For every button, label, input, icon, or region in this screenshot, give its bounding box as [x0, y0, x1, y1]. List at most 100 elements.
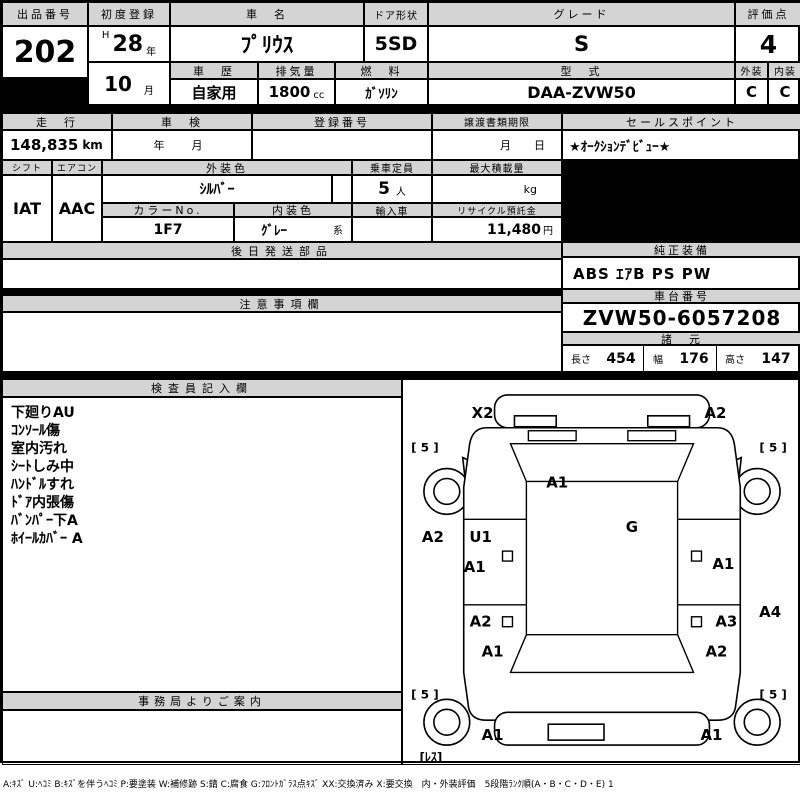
diagram-label-front-left: X2	[472, 404, 494, 422]
car-damage-diagram: X2 A2 [ 5 ] [ 5 ] A1 A2 U1 G A1 A1 A2 A3…	[411, 394, 787, 764]
exhibit-no-header: 出品番号	[2, 2, 88, 26]
right-front-door-handle	[690, 550, 703, 562]
exterior-color-value: ｼﾙﾊﾞｰ	[102, 175, 332, 203]
diagram-label-right-edge: A4	[759, 603, 781, 621]
spec-row: 長さ 454 幅 176 高さ 147	[562, 345, 800, 372]
later-parts-area	[2, 259, 562, 289]
wheel-rear-left-shape	[423, 698, 471, 746]
inspector-notes-list: 下廻りAU ｺﾝｿｰﾙ傷 室内汚れ ｼｰﾄしみ中 ﾊﾝﾄﾞﾙすれ ﾄﾞｱ内張傷 …	[11, 404, 83, 548]
door-shape-value: 5SD	[364, 26, 428, 62]
spec-width-value: 176	[679, 350, 709, 367]
diagram-label-roof: G	[626, 518, 638, 536]
score-value: 4	[735, 26, 800, 62]
interior-color-value: ｸﾞﾚｰ	[261, 224, 287, 239]
front-grille-left-shape	[513, 415, 558, 428]
inspector-note: ｼｰﾄしみ中	[11, 459, 74, 475]
import-car-value	[352, 217, 432, 242]
diagram-label-left-sill: A2	[422, 528, 444, 546]
exterior-color-extra-cell	[332, 175, 352, 203]
recycle-deposit-unit: 円	[543, 226, 553, 237]
aircon-header: エアコン	[52, 160, 102, 175]
spec-length-value: 454	[606, 350, 636, 367]
caution-area	[2, 312, 562, 372]
fuel-header: 燃 料	[335, 62, 428, 79]
first-reg-era: H	[101, 30, 110, 41]
equipment-value: ABS ｴｱB PS PW	[562, 257, 800, 289]
shaken-header: 車 検	[112, 113, 252, 130]
first-reg-month-cell: 10 月	[88, 62, 170, 105]
car-body-outline	[462, 426, 742, 722]
max-load-value: kg	[432, 175, 562, 203]
diagram-label-right-rear: A2	[705, 643, 727, 661]
office-area	[2, 710, 402, 765]
grade-header: グレード	[428, 2, 735, 26]
grade-value: S	[428, 26, 735, 62]
recycle-deposit-value-cell: 11,480 円	[432, 217, 562, 242]
diagram-label-wheel-front-right: [ 5 ]	[759, 441, 787, 455]
car-name-header: 車 名	[170, 2, 364, 26]
office-header: 事務局よりご案内	[2, 692, 402, 710]
rear-plate-shape	[547, 723, 605, 741]
mileage-unit: km	[82, 138, 103, 152]
recycle-deposit-value: 11,480	[486, 221, 541, 238]
import-car-header: 輸入車	[352, 203, 432, 217]
later-parts-header: 後日発送部品	[2, 242, 562, 259]
diagram-label-right-front-door: A1	[712, 555, 734, 573]
sales-point-value: ★ｵｰｸｼｮﾝﾃﾞﾋﾞｭｰ★	[562, 130, 800, 160]
interior-color-suffix: 系	[333, 226, 343, 237]
inspector-note: 下廻りAU	[11, 405, 75, 421]
fuel-value: ｶﾞｿﾘﾝ	[335, 79, 428, 105]
divider-bar-top	[2, 105, 800, 113]
diagram-panel: X2 A2 [ 5 ] [ 5 ] A1 A2 U1 G A1 A1 A2 A3…	[402, 379, 800, 765]
interior-color-value-cell: ｸﾞﾚｰ 系	[234, 217, 352, 242]
inspector-note: ﾊﾝﾄﾞﾙすれ	[11, 477, 74, 493]
score-header: 評価点	[735, 2, 800, 26]
diagram-label-left-rear: A1	[482, 643, 504, 661]
inspector-header: 検査員記入欄	[2, 379, 402, 397]
interior-color-header: 内装色	[234, 203, 352, 217]
displacement-value-cell: 1800 cc	[258, 79, 335, 105]
diagram-label-wheel-rear-right: [ 5 ]	[759, 687, 787, 701]
spec-height-value: 147	[761, 350, 791, 367]
interior-score-value: C	[768, 79, 800, 105]
diagram-label-rear-right: A1	[700, 726, 722, 744]
sales-point-header: セールスポイント	[562, 113, 800, 130]
mileage-header: 走 行	[2, 113, 112, 130]
first-reg-year-unit: 年	[146, 47, 157, 58]
spec-width-label: 幅	[643, 346, 672, 371]
filler-black-region	[562, 160, 800, 242]
chassis-no-value: ZVW50-6057208	[562, 303, 800, 332]
diagram-label-left-rear-door: A2	[470, 613, 492, 631]
mileage-value-cell: 148,835 km	[2, 130, 112, 160]
registration-no-value	[252, 130, 432, 160]
diagram-label-wheel-front-left: [ 5 ]	[411, 441, 439, 455]
displacement-header: 排気量	[258, 62, 335, 79]
transfer-deadline-header: 譲渡書類期限	[432, 113, 562, 130]
inspector-note: 室内汚れ	[11, 441, 67, 457]
shaken-value: 年 月	[112, 130, 252, 160]
equipment-header: 純正装備	[562, 242, 800, 257]
wheel-front-left-shape	[423, 467, 471, 516]
inspector-note: ﾄﾞｱ内張傷	[11, 495, 74, 511]
registration-no-header: 登録番号	[252, 113, 432, 130]
max-load-header: 最大積載量	[432, 160, 562, 175]
mileage-value: 148,835	[10, 136, 79, 154]
diagram-label-front-right: A2	[704, 404, 726, 422]
hood-vent-left-shape	[527, 430, 577, 442]
diagram-label-wheel-rear-left: [ 5 ]	[411, 687, 439, 701]
model-code-header: 型 式	[428, 62, 735, 79]
inspector-note: ﾎｲｰﾙｶﾊﾞｰ A	[11, 531, 83, 547]
diagram-label-spare: [ﾚｽ]	[419, 750, 442, 764]
form-area: 出品番号 初度登録 車 名 ドア形状 グレード 評価点 202 H 28 年 1…	[0, 0, 800, 765]
capacity-unit: 人	[395, 187, 406, 198]
inspector-note: ﾊﾞﾝﾊﾟｰ下A	[11, 513, 78, 529]
diagram-label-left-front-door: A1	[464, 558, 486, 576]
exhibit-no-value: 202	[2, 26, 88, 78]
right-rear-door-handle	[690, 616, 703, 628]
transfer-deadline-value: 月 日	[432, 130, 562, 160]
rear-window-shape	[509, 633, 695, 674]
spec-length-label: 長さ	[571, 355, 591, 366]
legend-text: A:ｷｽﾞ U:ﾍｺﾐ B:ｷｽﾞを伴うﾍｺﾐ P:要塗装 W:補修跡 S:錆 …	[3, 780, 614, 790]
inspector-notes-area: 下廻りAU ｺﾝｿｰﾙ傷 室内汚れ ｼｰﾄしみ中 ﾊﾝﾄﾞﾙすれ ﾄﾞｱ内張傷 …	[2, 397, 402, 692]
interior-score-header: 内装	[768, 62, 800, 79]
